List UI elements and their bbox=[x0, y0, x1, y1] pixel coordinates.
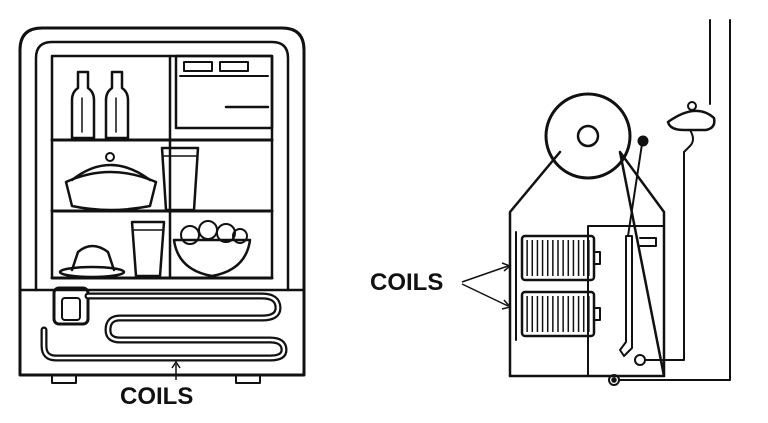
wire-terminal bbox=[644, 151, 685, 361]
fridge-coils bbox=[40, 292, 288, 362]
thermostat-bulb-tube bbox=[683, 129, 694, 153]
fridge-coils-label: COILS bbox=[120, 383, 193, 410]
fruit-3 bbox=[216, 223, 236, 243]
solenoid-upper-winding bbox=[526, 240, 590, 276]
ice-tray-2 bbox=[219, 61, 249, 72]
terminal-bottom-dot bbox=[611, 377, 617, 383]
armature-lever bbox=[619, 235, 633, 357]
wheel-hub bbox=[576, 124, 600, 148]
mechanism-arrow-upper bbox=[461, 265, 509, 283]
mechanism-coils-label: COILS bbox=[370, 269, 443, 296]
fridge-coil-tube-inner bbox=[42, 294, 286, 360]
fridge-foot-right bbox=[235, 374, 261, 384]
fridge-coils-callout: COILS bbox=[120, 360, 193, 410]
mechanism-arrowhead-upper bbox=[501, 262, 512, 272]
solenoid-lower-winding bbox=[526, 296, 590, 332]
wire-bottom bbox=[618, 19, 731, 381]
milk-bottle-left bbox=[70, 70, 96, 140]
fridge-cabinet-outline bbox=[18, 26, 306, 377]
refrigerator-illustration bbox=[18, 26, 306, 384]
solenoid-upper-core bbox=[593, 251, 601, 265]
fruit-4 bbox=[232, 228, 248, 244]
jelly-plate bbox=[58, 265, 126, 279]
fridge-inner-liner bbox=[34, 40, 290, 292]
jelly-mold bbox=[70, 244, 116, 272]
dish-knob bbox=[105, 152, 115, 162]
mechanism-arrowhead-lower bbox=[501, 299, 512, 310]
thermostat-bulb-cap bbox=[687, 101, 697, 111]
ice-tray-1 bbox=[183, 61, 213, 72]
pivot-knob bbox=[637, 135, 649, 147]
solenoid-lower-core bbox=[593, 307, 601, 321]
fruit-1 bbox=[180, 225, 200, 245]
terminal-right bbox=[634, 354, 646, 366]
drinking-glass-short bbox=[130, 220, 166, 278]
fridge-foot-left bbox=[51, 374, 77, 384]
thermostat-mechanism bbox=[508, 19, 731, 386]
fruit-2 bbox=[198, 220, 218, 240]
compressor-window bbox=[61, 297, 81, 321]
fridge-coils-arrowhead bbox=[171, 360, 181, 369]
fruit-bowl bbox=[172, 238, 252, 278]
dish-lid bbox=[70, 163, 152, 182]
mechanism-coils-callout: COILS bbox=[370, 262, 512, 310]
pivot-rod bbox=[627, 143, 643, 237]
wheel-outer bbox=[544, 92, 632, 180]
covered-dish bbox=[64, 170, 158, 212]
mechanism-arrow-lower bbox=[461, 283, 509, 307]
freezer-compartment bbox=[174, 54, 274, 130]
drinking-glass-tall bbox=[160, 146, 200, 212]
switch-panel bbox=[587, 225, 665, 377]
armature-bracket bbox=[639, 237, 657, 247]
thermostat-bulb bbox=[666, 109, 716, 132]
milk-bottle-right bbox=[104, 70, 130, 140]
compressor bbox=[52, 286, 90, 326]
